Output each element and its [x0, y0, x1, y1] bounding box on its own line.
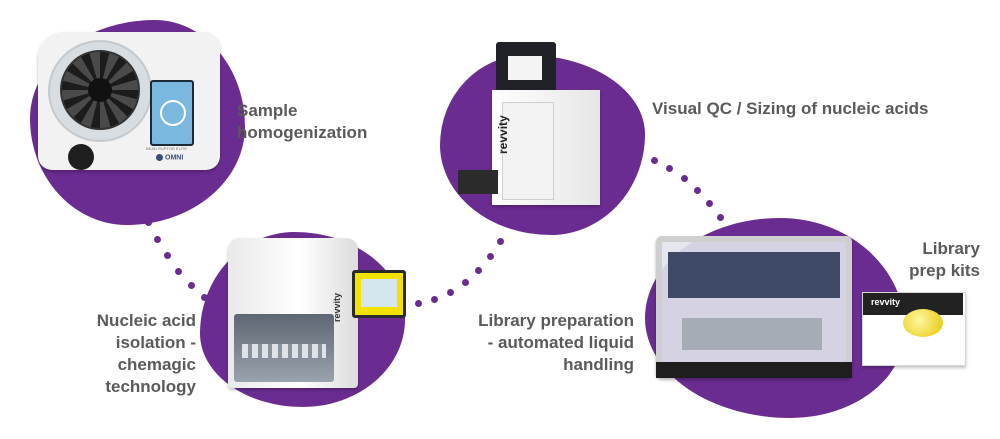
kit-brand-logo: revvity: [871, 297, 901, 307]
label-isolation: Nucleic acid isolation - chemagic techno…: [96, 311, 196, 396]
label-library-kits: Library prep kits: [909, 239, 980, 280]
qc-top-display: [496, 42, 556, 92]
sample-rotor-icon: [60, 50, 140, 130]
homogenizer-model-text: BEAD RUPTOR ELITE: [146, 146, 188, 151]
isolation-window: [234, 314, 334, 382]
qc-drawer: [458, 170, 498, 194]
liquid-handler-device: [656, 236, 852, 378]
liquid-handler-gantry: [668, 252, 840, 298]
qc-analyzer-device: revvity: [458, 40, 608, 205]
isolation-brand-logo: revvity: [332, 292, 342, 322]
qc-body: revvity: [492, 90, 600, 205]
label-homogenization: Sample homogenization: [237, 101, 368, 142]
library-kit-box: revvity: [862, 292, 966, 366]
omni-logo: OMNI: [156, 154, 183, 161]
homogenizer-knob: [68, 144, 94, 170]
liquid-handler-base: [656, 362, 852, 378]
homogenizer-screen: [150, 80, 194, 146]
kit-graphic-icon: [903, 309, 943, 337]
label-liquid-handling: Library preparation - automated liquid h…: [478, 311, 634, 374]
kit-top-panel: [863, 293, 963, 315]
label-visual-qc: Visual QC / Sizing of nucleic acids: [652, 99, 929, 118]
qc-brand-logo: revvity: [496, 115, 510, 154]
homogenizer-device: BEAD RUPTOR ELITE OMNI: [38, 32, 220, 170]
liquid-handler-deck: [682, 318, 822, 350]
isolation-device: revvity: [228, 238, 358, 388]
isolation-touchscreen: [352, 270, 406, 318]
